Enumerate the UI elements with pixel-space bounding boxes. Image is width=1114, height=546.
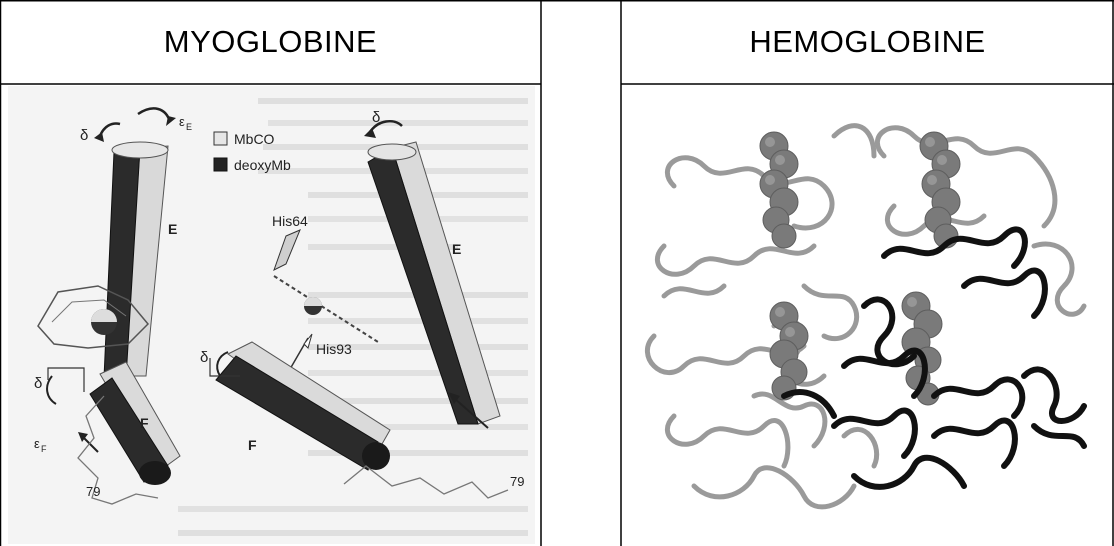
residue-79-right-label: 79: [510, 474, 524, 489]
hemoglobine-title: HEMOGLOBINE: [621, 0, 1114, 84]
helix-f-right-label: F: [248, 437, 257, 453]
delta-right-f-label: δ: [200, 349, 208, 366]
hemoglobin-figure: [634, 96, 1104, 536]
his64-label: His64: [272, 213, 308, 229]
helix-f-label: F: [140, 415, 149, 431]
light-ribbon-chains: [647, 126, 1084, 507]
epsilon-f-subscript: F: [41, 444, 47, 454]
delta-f-label: δ: [34, 375, 42, 392]
his93-label: His93: [316, 341, 352, 357]
myoglobine-title: MYOGLOBINE: [0, 0, 541, 84]
helix-e-right-label: E: [452, 241, 461, 257]
myoglobin-figure: MbCO deoxyMb ε E δ E δ ε F F 79: [8, 86, 535, 544]
epsilon-e-label: ε: [179, 114, 185, 129]
delta-right-top-label: δ: [372, 109, 380, 126]
heme-spheres: [760, 132, 960, 405]
legend-deoxymb-label: deoxyMb: [234, 157, 291, 173]
helix-e-label: E: [168, 221, 177, 237]
epsilon-f-label: ε: [34, 436, 40, 451]
delta-e-label: δ: [80, 127, 88, 144]
legend-mbco-label: MbCO: [234, 131, 275, 147]
residue-79-left-label: 79: [86, 484, 100, 499]
epsilon-e-subscript: E: [186, 122, 192, 132]
